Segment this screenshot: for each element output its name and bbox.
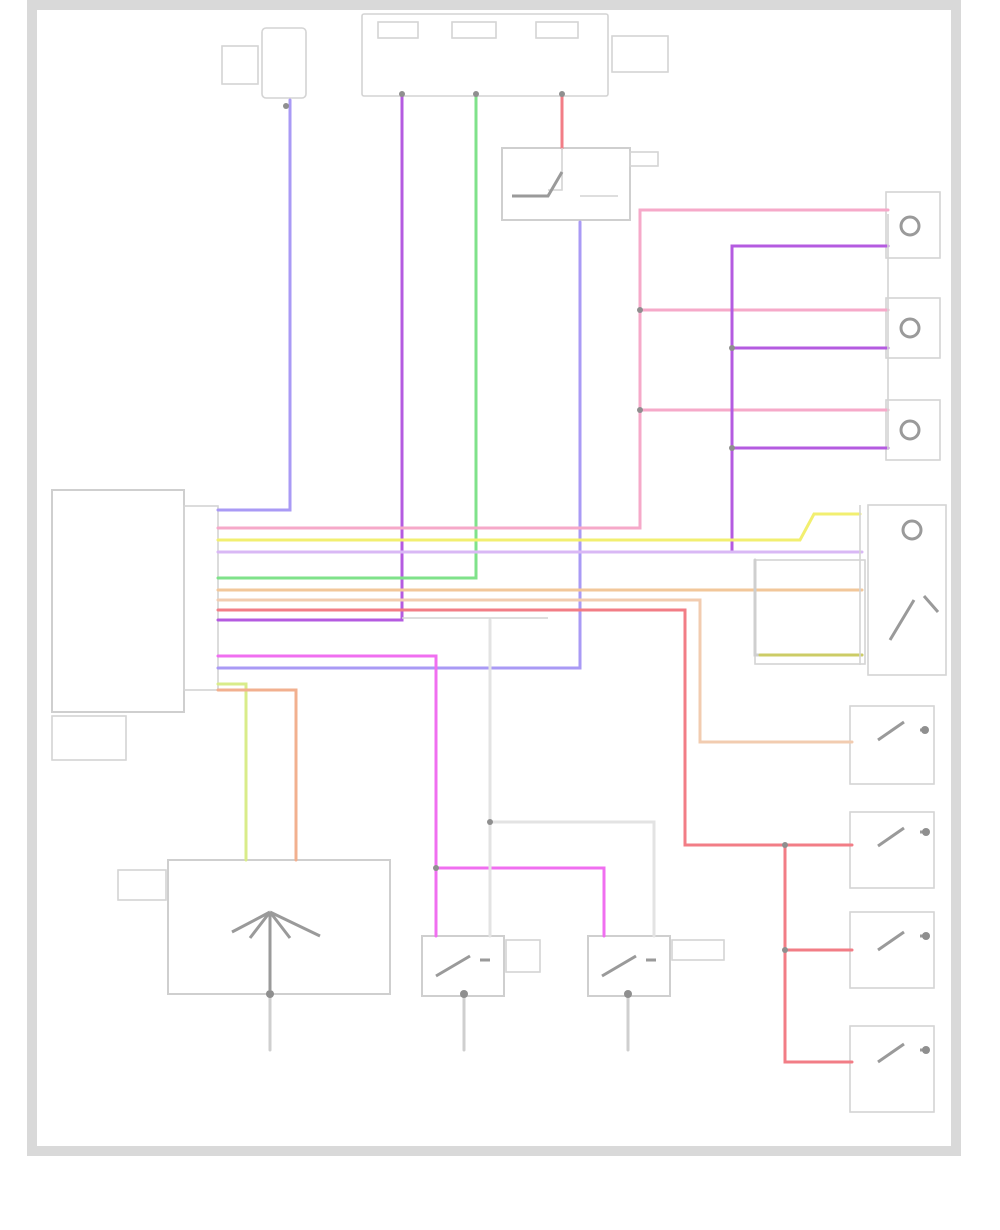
wire-grey-2 <box>488 820 656 938</box>
fuse-pin-3 <box>559 91 565 97</box>
lamp-2-box <box>885 297 941 359</box>
selector-fan-icon <box>231 910 321 990</box>
switch-left-icon <box>435 954 490 978</box>
switch-left-label <box>505 939 541 973</box>
module-pin-strip <box>183 505 219 691</box>
lamp-4-icon <box>901 519 923 541</box>
ground-point-1 <box>266 990 274 998</box>
fuse-pin-1 <box>399 91 405 97</box>
fuse-2 <box>451 21 497 39</box>
splice-5 <box>782 842 788 848</box>
wires <box>216 94 890 1064</box>
right-switch-2-box <box>849 811 935 889</box>
relay-contact-icon <box>512 171 564 198</box>
wire-violet-relay <box>216 220 582 670</box>
switch-right-icon <box>601 954 656 978</box>
ground-point-3 <box>624 990 632 998</box>
splice-8 <box>487 819 493 825</box>
wire-yellowgreen <box>216 682 248 862</box>
splice-1 <box>637 307 643 313</box>
fuse-pin-2 <box>473 91 479 97</box>
connector-pin <box>283 103 289 109</box>
wire-pink-lamp-feed <box>216 208 890 530</box>
connector-top-left-label <box>221 45 259 85</box>
splice-6 <box>782 947 788 953</box>
switch-icon-1-dot <box>921 726 929 734</box>
lamp-3-box <box>885 399 941 461</box>
splice-3 <box>729 345 735 351</box>
right-switch-4-box <box>849 1025 935 1113</box>
wire-green-main <box>216 94 478 580</box>
lamp-2-icon <box>899 317 921 339</box>
splice-4 <box>729 445 735 451</box>
wire-yellow <box>216 512 862 542</box>
lamp-1-box <box>885 191 941 259</box>
fuse-1 <box>377 21 419 39</box>
switch-icon-2-dot <box>922 828 930 836</box>
wire-violet-1 <box>216 98 292 512</box>
switch-icon-3-dot <box>922 932 930 940</box>
wire-orange-selector <box>216 688 298 862</box>
relay-label <box>629 151 659 167</box>
splice-2 <box>637 407 643 413</box>
splice-7 <box>433 865 439 871</box>
wire-red-switch-4 <box>783 948 854 1064</box>
fuse-3 <box>535 21 579 39</box>
fuse-block-top <box>361 13 609 97</box>
diagram-border <box>27 0 961 1156</box>
module-caption <box>51 715 127 761</box>
right-switch-1-box <box>849 705 935 785</box>
selector-switch-box <box>167 859 391 995</box>
motor-box <box>867 504 947 676</box>
relay-box <box>501 147 631 221</box>
symbols <box>231 91 940 1064</box>
wire-red-switch-feed <box>216 608 854 847</box>
connector-top-left <box>261 27 307 99</box>
motor-contact-icon <box>888 595 940 641</box>
switch-icon-4-dot <box>922 1046 930 1054</box>
wire-purple-main <box>216 94 404 622</box>
fuse-box-label <box>611 35 669 73</box>
switch-right-label <box>671 939 725 961</box>
lamp-1-icon <box>899 215 921 237</box>
ground-point-2 <box>460 990 468 998</box>
component-outlines <box>51 13 947 1113</box>
selector-switch-label <box>117 869 167 901</box>
wire-tan <box>216 598 854 744</box>
lamp-3-icon <box>899 419 921 441</box>
